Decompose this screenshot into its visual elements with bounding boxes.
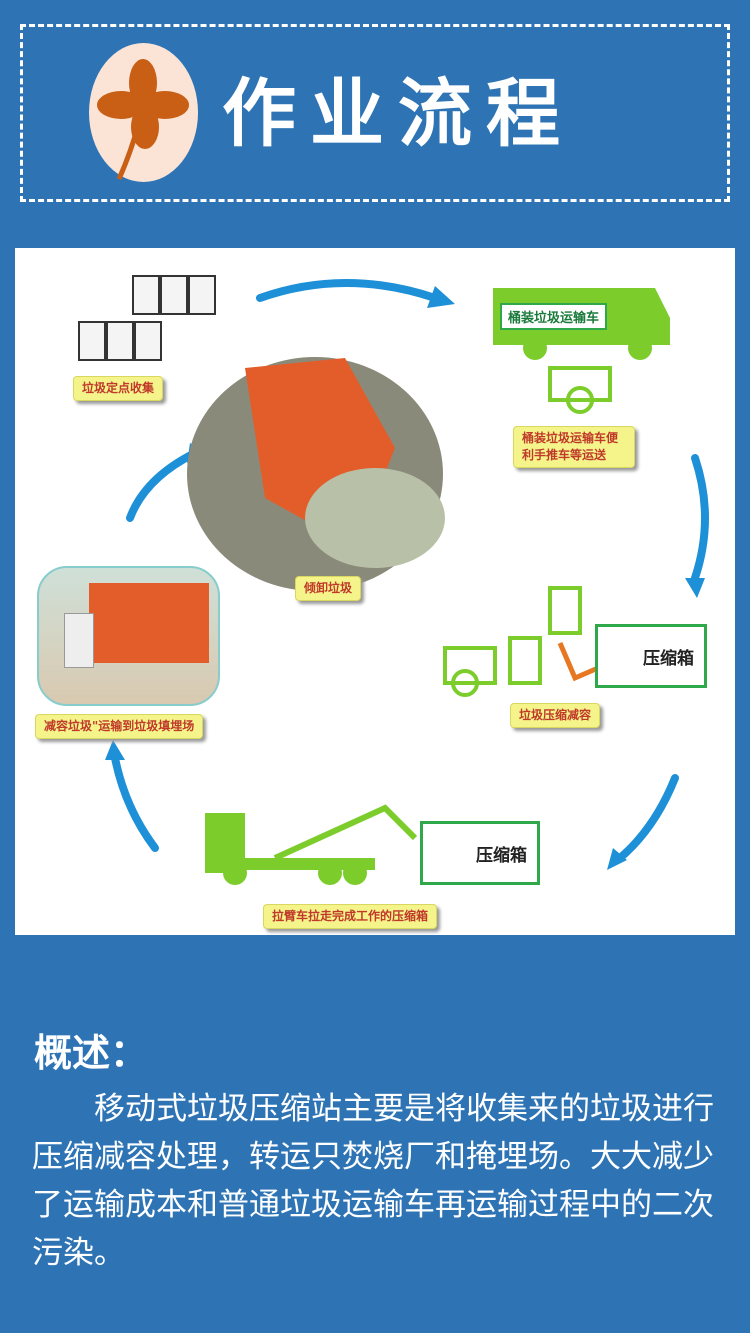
truck-cab bbox=[64, 613, 94, 668]
truck-sign: 桶装垃圾运输车 bbox=[500, 303, 608, 330]
step-label: 垃圾压缩减容 bbox=[510, 703, 601, 728]
truck-body bbox=[89, 583, 209, 663]
summary-heading: 概述： bbox=[34, 1030, 149, 1075]
step-label: 桶装垃圾运输车便利手推车等运送 bbox=[513, 426, 635, 468]
workflow-diagram: 桶装垃圾运输车 压缩箱 压缩箱 垃圾定点收集 桶装垃圾运输车便利手推车等运送 倾… bbox=[15, 248, 735, 935]
step-label: 垃圾定点收集 bbox=[73, 376, 164, 401]
page-title: 作业流程 bbox=[222, 71, 574, 157]
step-label: 减容垃圾"运输到垃圾填埋场 bbox=[35, 714, 204, 739]
arrow-icon bbox=[691, 454, 709, 582]
arrow-icon bbox=[256, 279, 439, 302]
step-label: 倾卸垃圾 bbox=[295, 576, 362, 601]
four-leaf-clover-icon bbox=[97, 59, 189, 181]
compress-box-icon: 压缩箱 bbox=[595, 624, 707, 688]
garbage-truck-photo bbox=[37, 566, 220, 706]
summary-text: 移动式垃圾压缩站主要是将收集来的垃圾进行压缩减容处理，转运只焚烧厂和掩埋场。大大… bbox=[32, 1091, 714, 1271]
compress-box-icon: 压缩箱 bbox=[420, 821, 540, 885]
arrow-icon bbox=[126, 449, 199, 522]
header-frame bbox=[20, 24, 730, 202]
arrow-icon bbox=[616, 774, 679, 862]
clover-badge bbox=[89, 43, 198, 182]
step-label: 拉臂车拉走完成工作的压缩箱 bbox=[263, 904, 438, 929]
arrow-icon bbox=[111, 754, 159, 852]
